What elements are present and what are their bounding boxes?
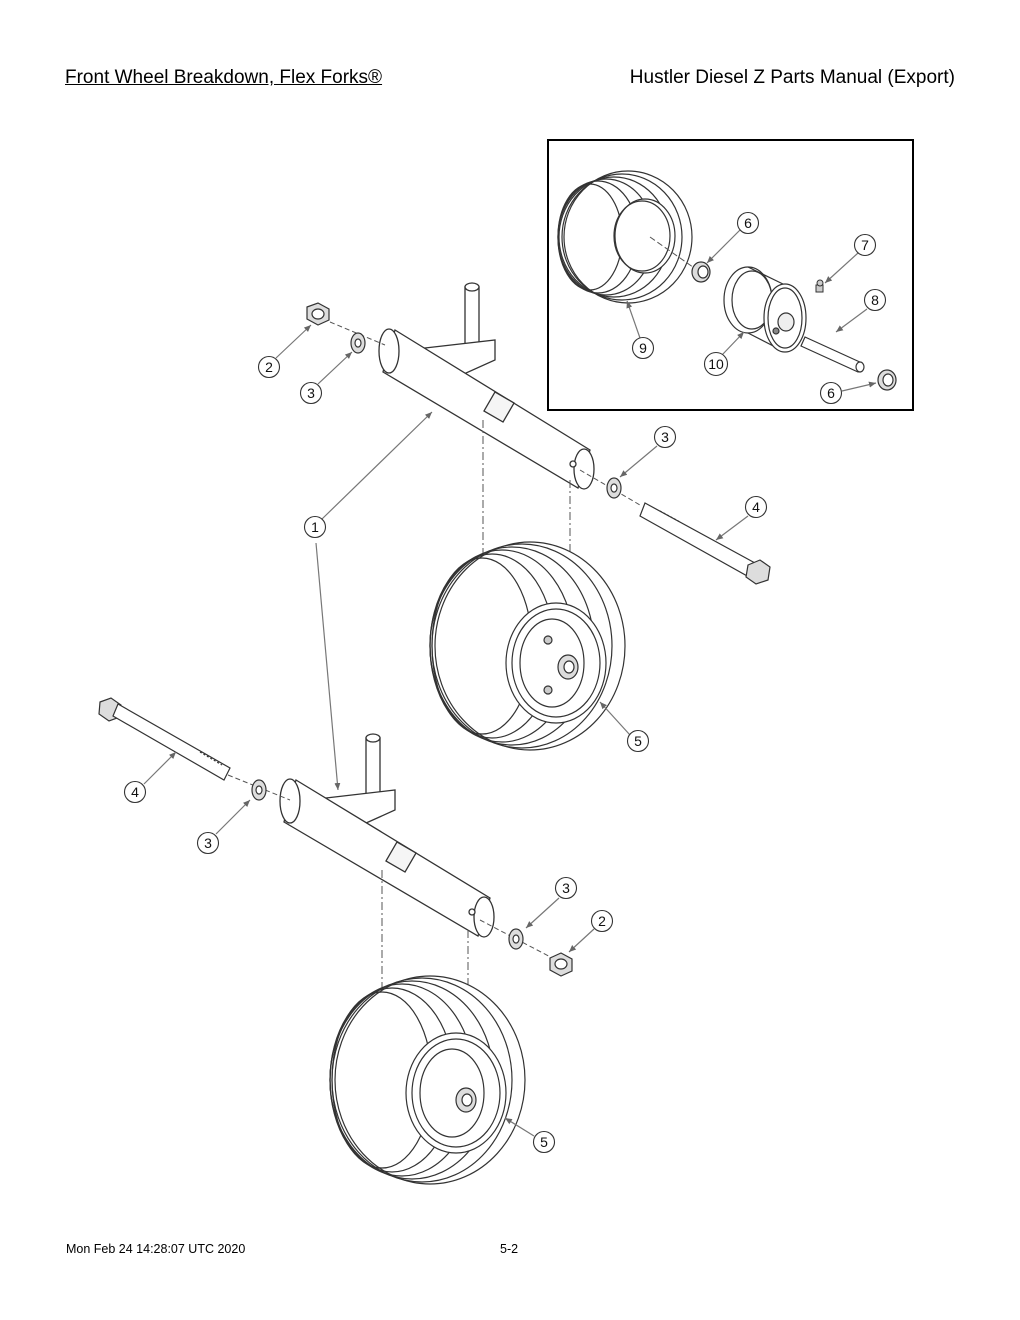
svg-text:3: 3 (661, 429, 669, 445)
upper-washer-right (606, 477, 622, 499)
svg-text:3: 3 (307, 385, 315, 401)
upper-fork-assembly (378, 282, 595, 490)
lower-wheel (329, 975, 526, 1185)
callout-4-lower: 4 (123, 780, 147, 804)
upper-washer-left (350, 332, 366, 354)
callout-10: 10 (703, 351, 729, 377)
page-title: Front Wheel Breakdown, Flex Forks® (65, 67, 383, 88)
svg-text:9: 9 (639, 340, 647, 356)
callout-8: 8 (863, 288, 887, 312)
lower-washer-right (508, 928, 524, 950)
svg-text:5: 5 (540, 1134, 548, 1150)
svg-text:6: 6 (744, 215, 752, 231)
lower-bolt (98, 697, 231, 781)
callout-7: 7 (853, 233, 877, 257)
manual-title: Hustler Diesel Z Parts Manual (Export) (629, 67, 955, 88)
svg-text:10: 10 (708, 356, 724, 372)
svg-text:1: 1 (311, 519, 319, 535)
svg-text:8: 8 (871, 292, 879, 308)
upper-bolt (639, 502, 771, 585)
inset-rim (723, 266, 807, 353)
callout-5-upper: 5 (626, 729, 650, 753)
callout-4-upper: 4 (744, 495, 768, 519)
upper-wheel (429, 541, 626, 751)
page-number: 5-2 (500, 1242, 519, 1256)
lower-nut (549, 952, 573, 977)
callout-2-lower: 2 (590, 909, 614, 933)
callout-1: 1 (303, 515, 327, 539)
svg-text:4: 4 (131, 784, 139, 800)
callout-3-upper-left: 3 (299, 381, 323, 405)
inset-tire (557, 170, 693, 304)
callout-2-upper: 2 (257, 355, 281, 379)
svg-text:2: 2 (265, 359, 273, 375)
inset-wheel-assembly (547, 139, 914, 411)
print-timestamp: Mon Feb 24 14:28:07 UTC 2020 (66, 1242, 246, 1256)
leader-lines (143, 324, 749, 1137)
inset-grease-fitting (815, 279, 824, 293)
svg-text:5: 5 (634, 733, 642, 749)
svg-text:2: 2 (598, 913, 606, 929)
inset-border (547, 139, 914, 411)
lower-fork-assembly (279, 733, 495, 938)
svg-text:4: 4 (752, 499, 760, 515)
svg-text:7: 7 (861, 237, 869, 253)
svg-text:3: 3 (204, 835, 212, 851)
upper-nut (306, 302, 330, 326)
callout-6-inset-top: 6 (736, 211, 760, 235)
svg-text:6: 6 (827, 385, 835, 401)
callout-9: 9 (631, 336, 655, 360)
inset-bearing-bottom (877, 369, 897, 391)
inset-axis-line (649, 236, 701, 273)
lower-washer-left (251, 779, 267, 801)
callout-6-inset-bottom: 6 (819, 381, 843, 405)
inset-bearing-top (691, 261, 711, 283)
callout-5-lower: 5 (532, 1130, 556, 1154)
callout-3-lower-right: 3 (554, 876, 578, 900)
callout-3-lower-left: 3 (196, 831, 220, 855)
callout-3-upper-right: 3 (653, 425, 677, 449)
svg-text:3: 3 (562, 880, 570, 896)
inset-spacer-tube (800, 336, 865, 373)
